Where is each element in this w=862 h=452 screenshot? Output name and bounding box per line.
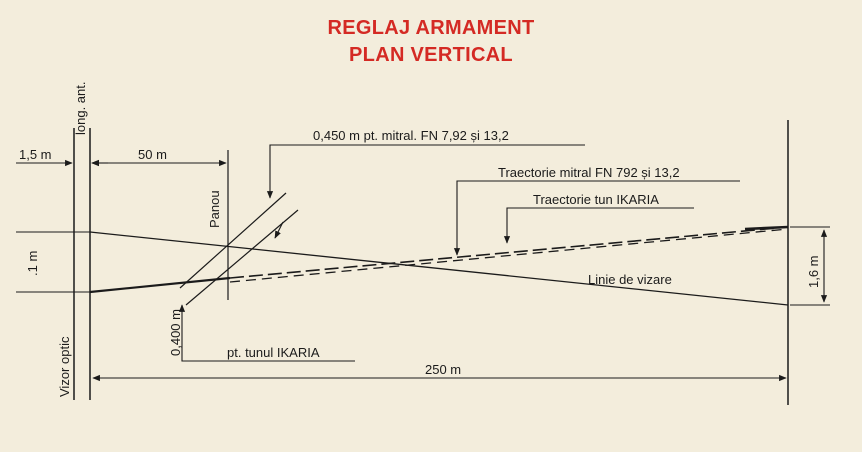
label-50m: 50 m [138,147,167,162]
line-of-sight [89,231,789,306]
label-panou: Panou [207,190,222,228]
label-traj-mitral: Traectorie mitral FN 792 și 13,2 [498,165,680,180]
trajectory-mitral [229,226,789,279]
label-1-6m: 1,6 m [806,255,821,288]
panou-diagonal-1 [179,192,287,289]
leader-traj-mitral [453,180,740,256]
title-line-2: PLAN VERTICAL [349,44,513,66]
title-line-1: REGLAJ ARMAMENT [327,17,535,39]
label-1m: .1 m [25,251,40,276]
label-0-400m: 0,400 m [168,309,183,356]
trajectory-end [744,225,789,231]
trajectory-tun [229,228,789,283]
label-linie-vizare: Linie de vizare [588,272,672,287]
panou-diagonal-2 [185,209,299,306]
bore-axis [89,276,231,294]
label-mitral-offset: 0,450 m pt. mitral. FN 7,92 și 13,2 [313,128,509,143]
label-250m: 250 m [425,362,461,377]
label-vizor-optic: Vizor optic [57,336,72,397]
arrow-tun-point [274,221,284,239]
leader-mitral-offset [266,144,585,199]
leader-tunul-offset [178,304,355,362]
leader-traj-tun [503,207,694,244]
label-pt-tunul: pt. tunul IKARIA [227,345,320,360]
label-traj-tun: Traectorie tun IKARIA [533,192,659,207]
label-1-5m: 1,5 m [19,147,52,162]
label-long-ant: long. ant. [73,82,88,136]
